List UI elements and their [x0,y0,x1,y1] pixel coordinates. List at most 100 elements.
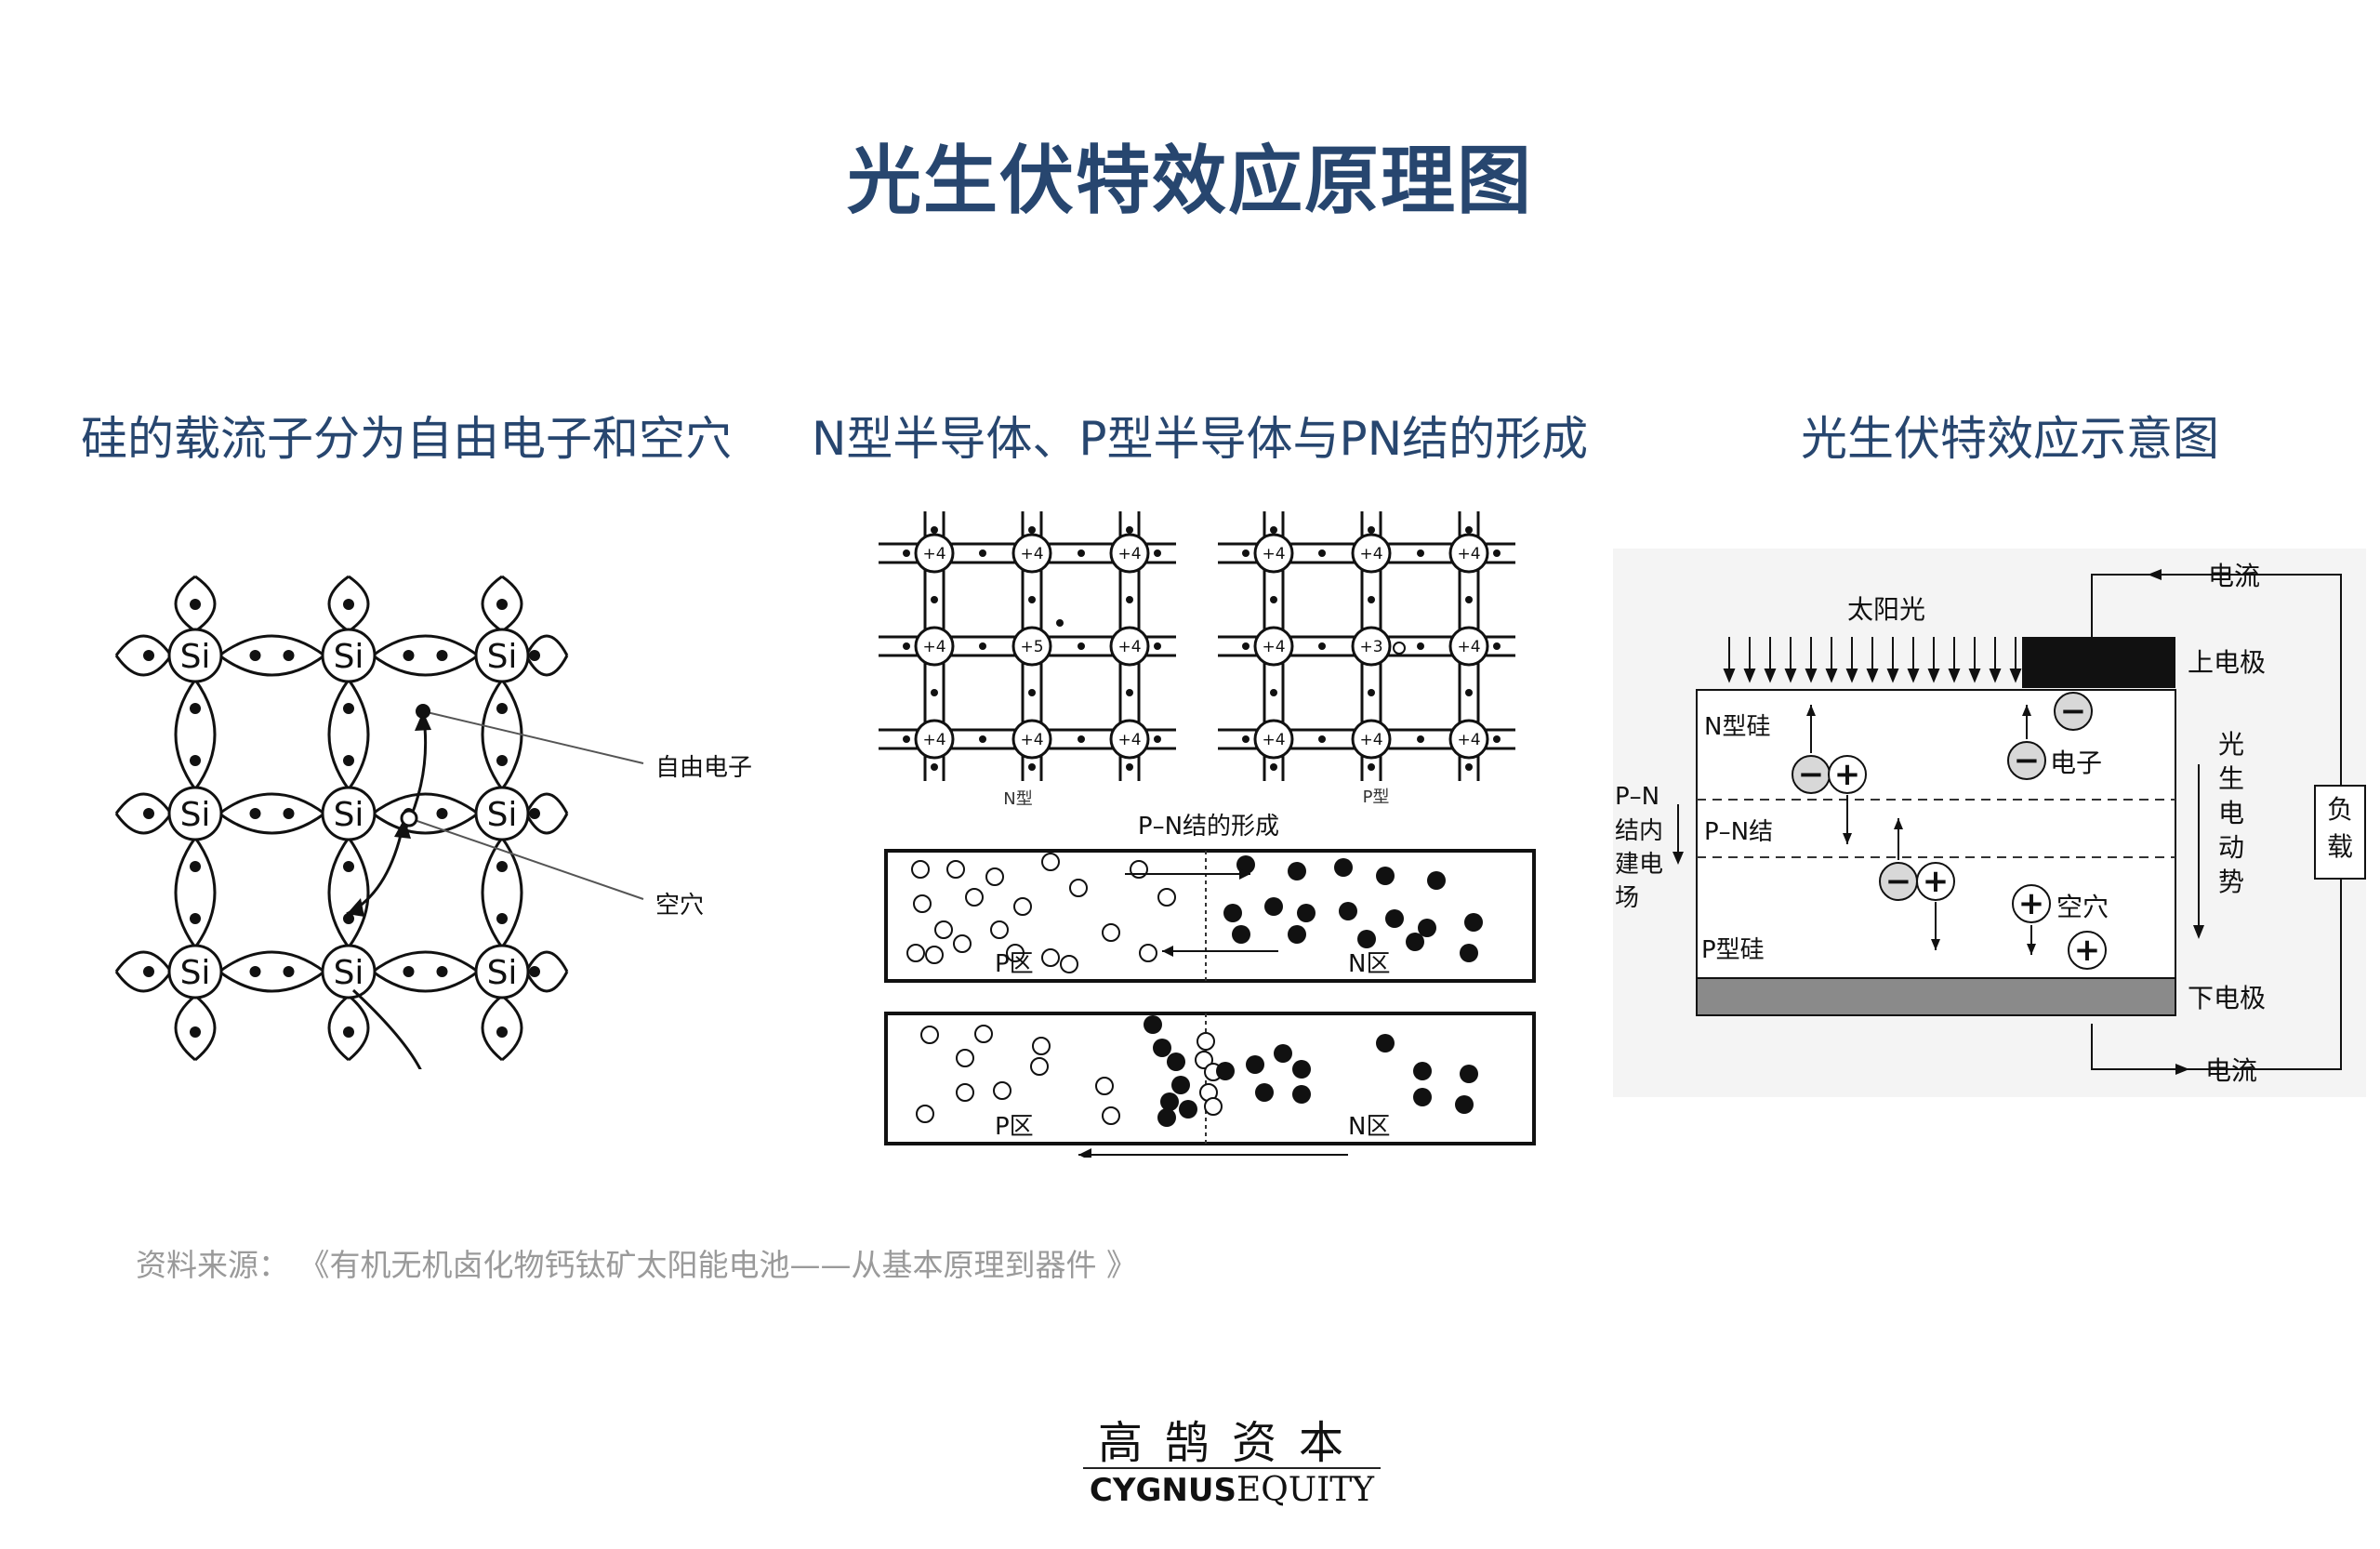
hole-circle [906,944,925,962]
electron-dot [1255,1083,1274,1102]
electron-dot [1376,1034,1395,1053]
hole-circle [1197,1032,1215,1051]
lattice-atom [1253,533,1294,574]
lattice-atom [1253,626,1294,667]
hole-circle [1130,860,1148,879]
current-label-bottom: 电流 [2205,1055,2257,1086]
sunlight-ray-head [2009,669,2022,683]
hole-circle [911,860,930,879]
electron-dot [1264,897,1283,916]
panel-title-pn-junction: N型半导体、P型半导体与PN结的形成 [812,412,1589,466]
lattice-atom-label: +4 [1359,545,1382,563]
electron-dot [1385,909,1404,928]
hole-circle [1195,1051,1213,1069]
si-atom-label: Si [180,638,211,676]
hole-charge-sign: + [2074,932,2101,969]
hole-circle [956,1083,974,1102]
bottom-electrode-label: 下电极 [2188,983,2266,1013]
electron-dot [1223,904,1242,922]
panel-title-photovoltaic: 光生伏特效应示意图 [1801,412,2219,466]
lattice-atom-label: +4 [1457,638,1480,656]
hole-circle [993,1081,1012,1100]
free-electron-label: 自由电子 [655,754,752,782]
si-atom-label: Si [180,954,211,992]
lattice-atom-label: +4 [922,545,945,563]
emf-char: 势 [2218,867,2244,897]
hole-circle [916,1105,934,1123]
hole-circle [920,1026,939,1044]
hole-marker [1393,642,1406,655]
si-atom-label: Si [487,796,518,834]
si-atom [321,786,377,841]
sunlight-label: 太阳光 [1847,594,1925,625]
electron-dot [1288,925,1306,944]
electron-charge-sign: − [1798,756,1825,793]
extra-electron [1056,619,1064,627]
electron-dot [1455,1095,1474,1114]
n-type-label: N型 [1003,789,1032,809]
sunlight-ray-head [1723,669,1736,683]
lattice-atom [1109,533,1150,574]
hole-charge [2012,884,2051,923]
electron-dot [1406,933,1424,951]
electron-dot [1288,862,1306,880]
p-si-label: P型硅 [1701,936,1765,964]
hole-label-pv: 空穴 [2056,892,2109,922]
svg-text:载: 载 [2327,831,2353,862]
sunlight-ray-head [1866,669,1879,683]
lattice-atom-label: +4 [1020,545,1043,563]
lattice-atom-label: +4 [1359,731,1382,749]
hole-circle [1041,853,1060,871]
p-type-label: P型 [1363,788,1390,807]
lattice-atom-label: +5 [1020,638,1043,656]
hole-circle [990,920,1009,939]
hole-circle [985,867,1004,886]
sunlight-ray-head [1927,669,1940,683]
load-box [2314,785,2366,880]
hole-circle [1102,923,1120,942]
lattice-atom-label: +4 [1457,545,1480,563]
current-label-top: 电流 [2208,561,2260,591]
hole-circle [1032,1037,1051,1055]
carrier-arrow-head [1931,939,1940,950]
lattice-atom [1109,626,1150,667]
hole-label: 空穴 [655,892,704,920]
lattice-atom-label: +4 [1117,638,1141,656]
si-atom-label: Si [180,796,211,834]
sunlight-ray-head [1886,669,1899,683]
lattice-atom-label: +4 [1262,545,1285,563]
electron-dot [1216,1062,1235,1080]
lattice-atom [1351,626,1392,667]
bottom-electrode [1696,977,2176,1016]
hole-circle [1102,1106,1120,1125]
emf-char: 电 [2218,798,2244,828]
electron-dot [1232,925,1250,944]
electron-label: 电子 [2050,748,2102,778]
lattice-atom [1012,533,1052,574]
n-si-label: N型硅 [1704,713,1770,741]
hole-circle [1095,1077,1114,1095]
hole-circle [1030,1057,1049,1076]
panel-title-carriers: 硅的载流子分为自由电子和空穴 [81,412,732,466]
electron-dot [1464,913,1483,932]
electron-dot [1246,1055,1264,1074]
lattice-atom [914,533,955,574]
lattice-atom [1109,719,1150,760]
carrier-arrow-head [1843,833,1852,844]
hole-charge [2068,931,2107,970]
svg-text:P–N: P–N [1615,783,1659,811]
sunlight-ray-head [1989,669,2002,683]
electron-dot [1413,1062,1432,1080]
hole-circle [934,920,953,939]
si-atom-label: Si [334,796,364,834]
emf-char: 光 [2218,729,2244,760]
hole-charge-sign: + [1834,756,1861,793]
electron-charge [2054,692,2093,731]
electron-dot [1171,1076,1190,1094]
carrier-arrow-head [2022,705,2031,716]
hole-charge [1916,862,1955,901]
lattice-atom-label: +4 [1020,731,1043,749]
lattice-atom [1448,719,1489,760]
electron-dot [1297,904,1316,922]
svg-text:场: 场 [1615,884,1639,912]
